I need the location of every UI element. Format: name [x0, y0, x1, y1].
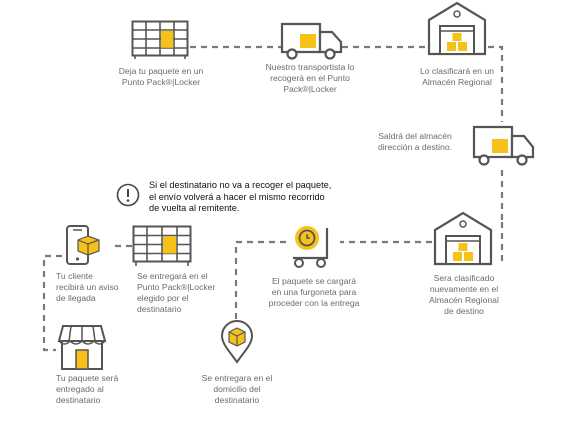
route-segment — [488, 45, 504, 122]
step-depart-label: Saldrá del almacén dirección a destino. — [377, 131, 453, 152]
shop-icon — [57, 325, 107, 370]
warehouse-icon — [427, 1, 487, 56]
truck-icon — [280, 22, 343, 60]
locker-icon — [132, 225, 192, 266]
hand-truck-icon — [293, 226, 329, 268]
step-client-notice-label: Tu cliente recibirá un aviso de llegada — [56, 271, 119, 303]
truck-icon — [472, 125, 535, 166]
route-segment — [234, 240, 286, 320]
route-segment — [496, 222, 504, 262]
step-van-label: El paquete se cargará en una furgoneta p… — [268, 276, 360, 308]
warehouse-icon — [433, 211, 493, 266]
step-destination-warehouse-label: Sera clasificado nuevamente en el Almacé… — [429, 273, 499, 316]
step-home-label: Se entregara en el domicilio del destina… — [201, 373, 273, 405]
step-locker-delivery-label: Se entregará en el Punto Pack®|Locker el… — [137, 271, 216, 314]
step-regional-label: Lo clasificará en un Almacén Regional — [419, 66, 495, 87]
step-pickup-point-label: Tu paquete será entregado al destinatari… — [56, 373, 119, 405]
step-drop-off-label: Deja tu paquete en un Punto Pack®|Locker — [118, 66, 204, 87]
locker-icon — [131, 20, 189, 59]
step-pickup-label: Nuestro transportista lo recogerá en el … — [265, 62, 355, 94]
location-pin-icon — [220, 320, 254, 364]
info-icon — [116, 183, 140, 207]
warning-text: Si el destinatario no va a recoger el pa… — [149, 180, 332, 213]
phone-package-icon — [66, 225, 100, 265]
